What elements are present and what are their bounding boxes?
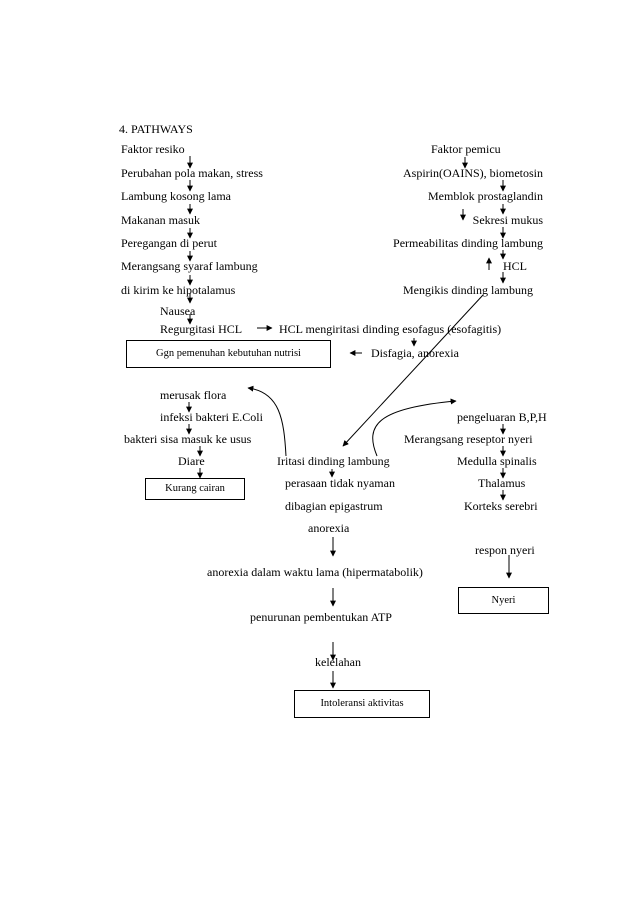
node-aspirin: Aspirin(OAINS), biometosin	[403, 166, 543, 180]
node-pengeluaran-bph: pengeluaran B,P,H	[457, 410, 547, 424]
node-infeksi-ecoli: infeksi bakteri E.Coli	[160, 410, 263, 424]
node-perasaan: perasaan tidak nyaman	[285, 476, 395, 490]
node-faktor-resiko: Faktor resiko	[121, 142, 185, 156]
node-dikirim-hipotalamus: di kirim ke hipotalamus	[121, 283, 236, 297]
node-korteks-serebri: Korteks serebri	[464, 499, 538, 513]
node-perubahan-pola-makan: Perubahan pola makan, stress	[121, 166, 263, 180]
node-penurunan-atp: penurunan pembentukan ATP	[250, 610, 392, 624]
node-lambung-kosong: Lambung kosong lama	[121, 189, 231, 203]
node-merusak-flora: merusak flora	[160, 388, 227, 402]
node-merangsang-syaraf: Merangsang syaraf lambung	[121, 259, 258, 273]
box-ggn-nutrisi: Ggn pemenuhan kebutuhan nutrisi	[126, 340, 331, 368]
node-hcl-iritasi: HCL mengiritasi dinding esofagus (esofag…	[279, 322, 502, 336]
node-makanan-masuk: Makanan masuk	[121, 213, 200, 227]
node-mengikis: Mengikis dinding lambung	[403, 283, 533, 297]
node-kelelahan: kelelahan	[315, 655, 361, 669]
node-anorexia: anorexia	[308, 521, 350, 535]
node-hcl: HCL	[503, 259, 527, 273]
node-respon-nyeri: respon nyeri	[475, 543, 535, 557]
node-sekresi-mukus: Sekresi mukus	[472, 213, 543, 227]
box-nyeri: Nyeri	[458, 587, 549, 614]
node-memblok-prostaglandin: Memblok prostaglandin	[428, 189, 543, 203]
node-anorexia-lama: anorexia dalam waktu lama (hipermataboli…	[207, 565, 423, 579]
node-merangsang-reseptor: Merangsang reseptor nyeri	[404, 432, 533, 446]
node-medulla-spinalis: Medulla spinalis	[457, 454, 537, 468]
box-kurang-cairan: Kurang cairan	[145, 478, 245, 500]
node-bakteri-sisa: bakteri sisa masuk ke usus	[124, 432, 252, 446]
page-heading: 4. PATHWAYS	[119, 122, 193, 136]
node-dibagian-epigastrum: dibagian epigastrum	[285, 499, 383, 513]
node-disfagia: Disfagia, anorexia	[371, 346, 459, 360]
node-thalamus: Thalamus	[478, 476, 526, 490]
node-regurgitasi: Regurgitasi HCL	[160, 322, 243, 336]
node-permeabilitas: Permeabilitas dinding lambung	[393, 236, 543, 250]
node-peregangan: Peregangan di perut	[121, 236, 217, 250]
node-faktor-pemicu: Faktor pemicu	[431, 142, 501, 156]
node-diare: Diare	[178, 454, 205, 468]
node-iritasi-lambung: Iritasi dinding lambung	[277, 454, 390, 468]
node-nausea: Nausea	[160, 304, 196, 318]
box-intoleransi-aktivitas: Intoleransi aktivitas	[294, 690, 430, 718]
